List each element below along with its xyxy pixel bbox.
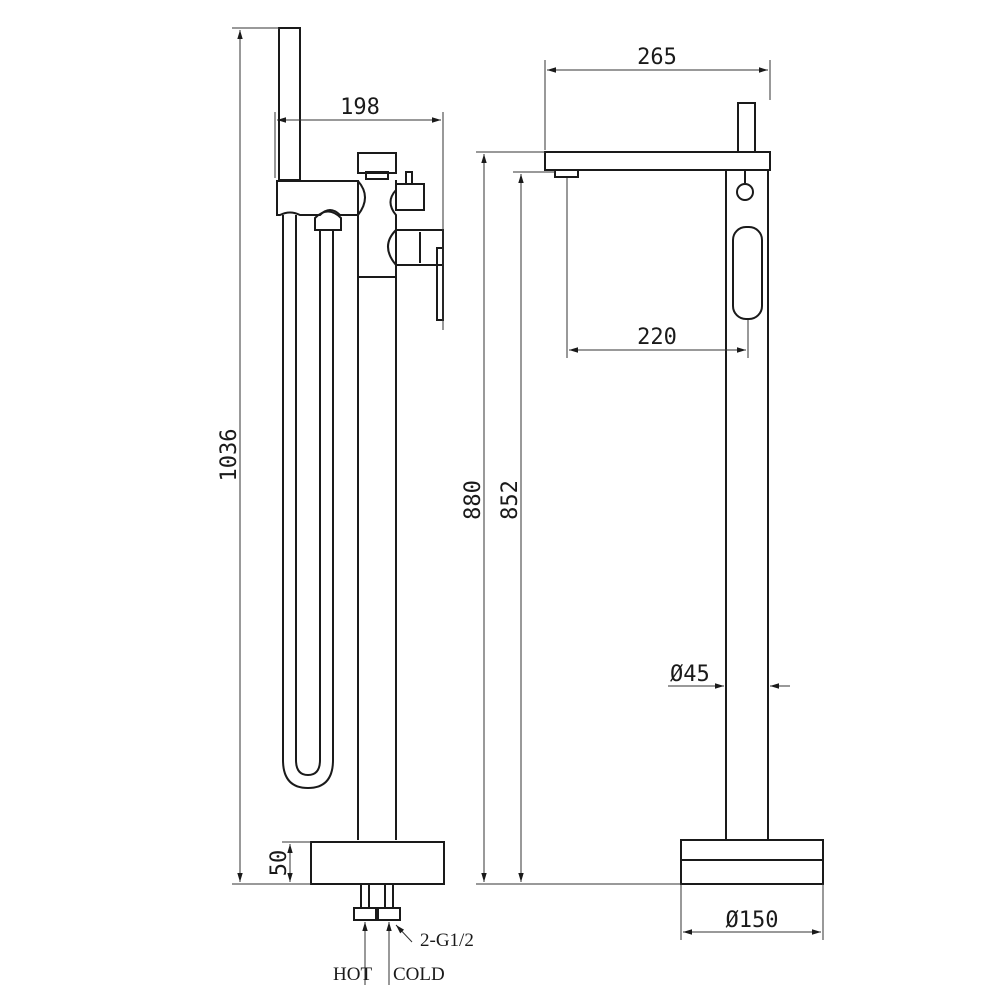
hand-shower (278, 27, 301, 181)
body-cap (357, 152, 397, 174)
side-view: 265 220 880 852 Ø45 Ø150 (461, 45, 824, 940)
column (725, 170, 769, 840)
shower-hose (282, 215, 334, 790)
hot-nut (353, 907, 377, 921)
cold-label: COLD (393, 964, 445, 985)
dim-spout-length: 265 (637, 45, 677, 70)
spout (544, 151, 771, 171)
diverter-knob (395, 183, 425, 211)
dim-column-diameter: Ø45 (670, 662, 710, 687)
inlet-pipes (360, 884, 394, 908)
dim-outlet-height: 852 (498, 480, 523, 520)
mixer-handle (732, 226, 763, 320)
base-plate (680, 839, 824, 885)
dim-spout-height: 880 (461, 480, 486, 520)
hose-connector (314, 210, 342, 231)
mixer-lever (436, 247, 444, 321)
connection-label: 2-G1/2 (420, 930, 474, 951)
shower-holder (276, 180, 366, 216)
column (357, 180, 397, 840)
body-cap-inner (365, 171, 389, 180)
dim-overall-height: 1036 (217, 429, 242, 482)
base-plate (310, 841, 445, 885)
dim-spout-reach: 220 (637, 325, 677, 350)
cold-nut (377, 907, 401, 921)
diverter-post (737, 102, 756, 153)
front-view: 2-G1/2 HOT COLD 1036 198 50 (217, 27, 474, 985)
dim-base-diameter: Ø150 (726, 908, 779, 933)
dim-handshower-offset: 198 (340, 95, 380, 120)
diverter-pin (405, 171, 413, 185)
dim-base-height: 50 (267, 850, 292, 877)
diverter-knob (736, 183, 754, 201)
spout-outlet (554, 169, 579, 178)
hot-label: HOT (333, 964, 372, 985)
